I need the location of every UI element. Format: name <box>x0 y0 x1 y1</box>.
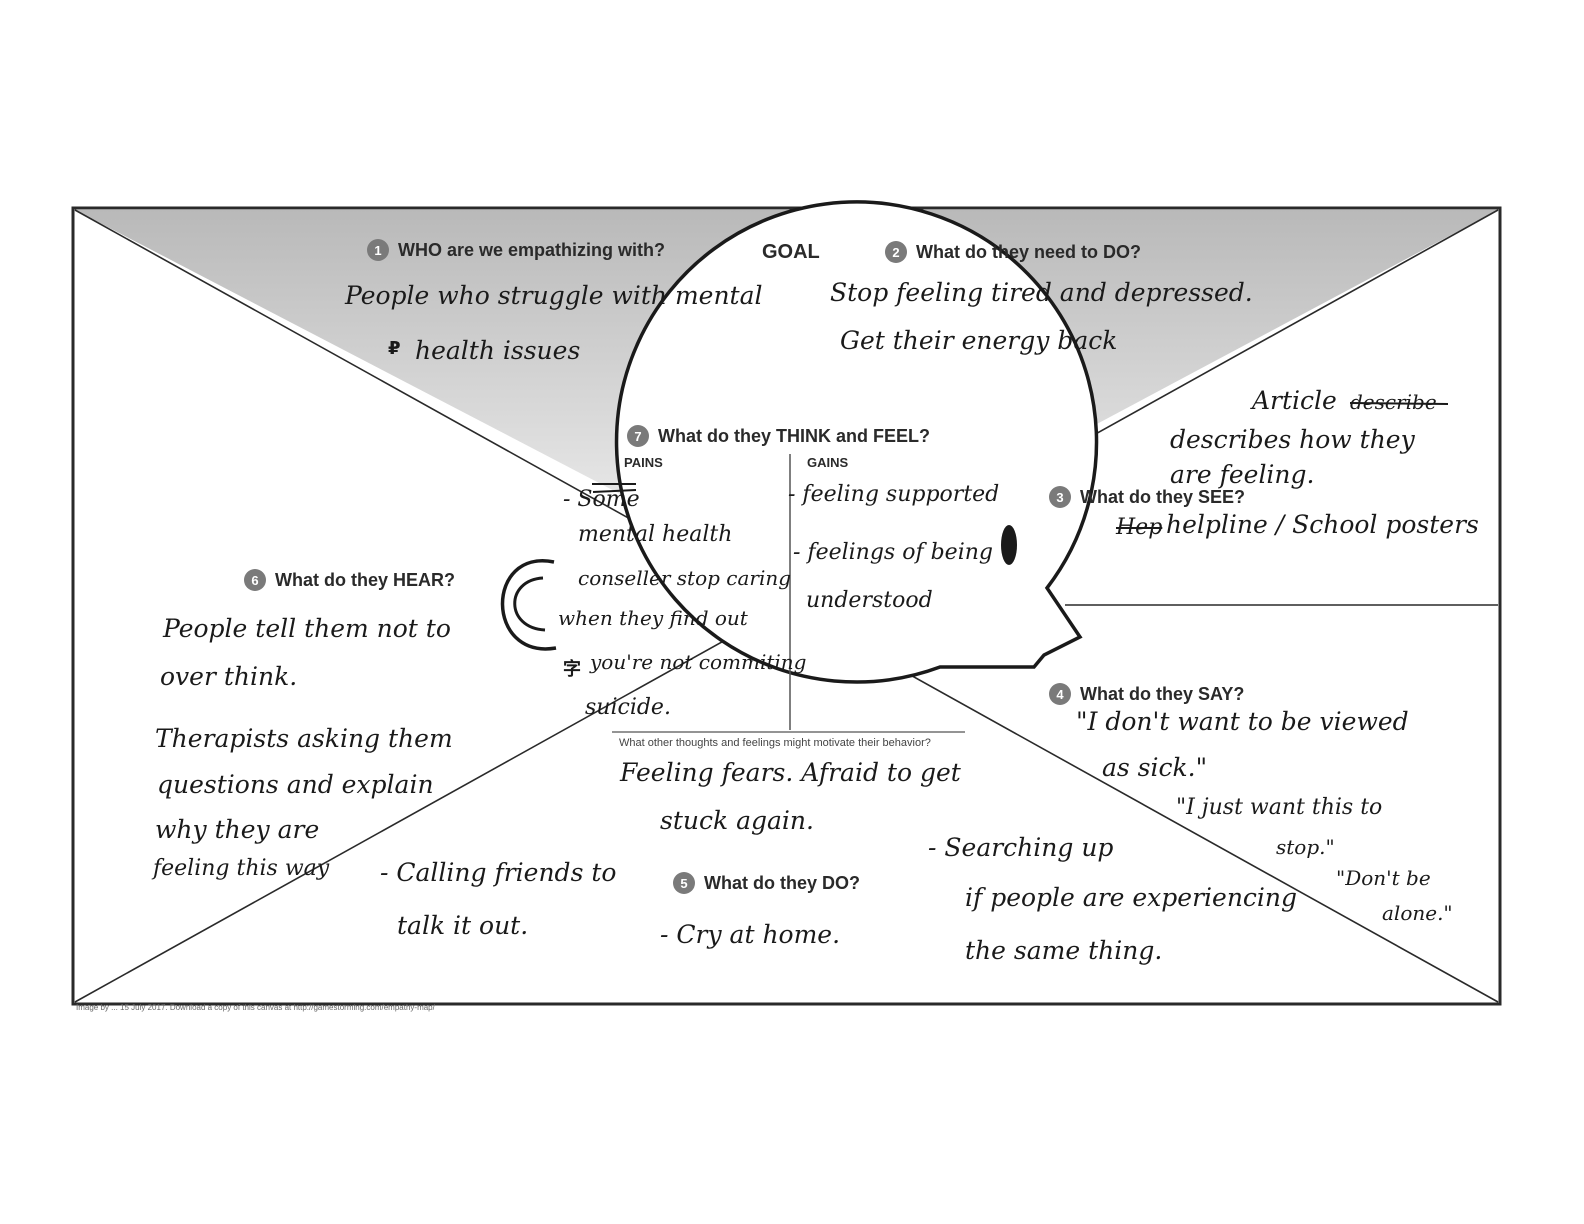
hear-line-6: feeling this way <box>153 856 330 881</box>
say-question: 4 What do they SAY? <box>1049 683 1244 705</box>
step-6-badge: 6 <box>244 569 266 591</box>
pains-line-4: when they find out <box>558 606 748 630</box>
see-article-line-2: describes how they <box>1170 425 1415 454</box>
do-right-line-1: - Searching up <box>928 833 1114 862</box>
who-label: WHO are we empathizing with? <box>398 239 666 260</box>
see-label: What do they SEE? <box>1080 486 1246 507</box>
hear-line-2: over think. <box>160 662 298 691</box>
do-left-line-2: talk it out. <box>397 911 529 940</box>
say-line-3: "I just want this to <box>1176 795 1383 820</box>
gains-line-3: understood <box>806 588 933 613</box>
say-label: What do they SAY? <box>1080 683 1245 704</box>
goal-label: GOAL <box>762 241 820 263</box>
pains-line-3: conseller stop caring <box>578 566 792 590</box>
see-struck-word: Hep <box>1116 515 1163 540</box>
do-middle: - Cry at home. <box>660 920 841 949</box>
gains-line-1: - feeling supported <box>788 482 1000 507</box>
see-answer: helpline / School posters <box>1166 510 1479 539</box>
say-line-5: "Don't be <box>1336 866 1431 890</box>
pains-line-2: mental health <box>578 522 733 547</box>
hear-line-4: questions and explain <box>157 770 434 799</box>
hear-line-3: Therapists asking them <box>155 724 453 753</box>
motivation-prompt: What other thoughts and feelings might m… <box>619 737 931 749</box>
ear-outer <box>500 559 557 651</box>
hear-question: 6 What do they HEAR? <box>244 569 455 591</box>
do-label: What do they DO? <box>704 872 860 893</box>
say-line-1: "I don't want to be viewed <box>1076 707 1409 736</box>
hear-line-1: People tell them not to <box>163 614 451 643</box>
do-right-line-3: the same thing. <box>965 936 1163 965</box>
who-question: 1 WHO are we empathizing with? <box>367 239 665 261</box>
goal-answer-line-1: Stop feeling tired and depressed. <box>830 278 1253 307</box>
think-feel-question: 7 What do they THINK and FEEL? <box>627 425 930 447</box>
step-7-badge: 7 <box>627 425 649 447</box>
do-question: 5 What do they DO? <box>673 872 860 894</box>
pains-line-6: suicide. <box>585 695 671 720</box>
head-outline <box>614 200 1099 684</box>
hear-label: What do they HEAR? <box>275 569 455 590</box>
step-5-badge: 5 <box>673 872 695 894</box>
do-left-line-1: - Calling friends to <box>380 858 617 887</box>
motivation-line-2: stuck again. <box>660 806 814 835</box>
eye-icon <box>1001 525 1017 565</box>
do-right-line-2: if people are experiencing <box>965 883 1298 912</box>
goal-answer-line-2: Get their energy back <box>840 326 1118 355</box>
pains-label: PAINS <box>624 455 663 470</box>
say-line-6: alone." <box>1382 901 1453 925</box>
who-answer-line-2: health issues <box>415 336 581 365</box>
footer-credit: Image by ... 15 July 2017. Download a co… <box>76 1003 435 1012</box>
need-to-do-question: 2 What do they need to DO? <box>885 241 1141 263</box>
step-2-badge: 2 <box>885 241 907 263</box>
step-4-badge: 4 <box>1049 683 1071 705</box>
pains-line-5: you're not commiting <box>590 650 807 674</box>
crossed-character: 字 <box>563 659 581 680</box>
crossed-letter: ₽ <box>388 338 401 359</box>
gains-label: GAINS <box>807 455 849 470</box>
need-to-do-label: What do they need to DO? <box>916 241 1141 262</box>
who-answer-line-1: People who struggle with mental <box>345 281 763 310</box>
see-article-line-1: Article <box>1252 386 1337 415</box>
motivation-line-1: Feeling fears. Afraid to get <box>620 758 961 787</box>
see-question: 3 What do they SEE? <box>1049 486 1245 508</box>
think-feel-label: What do they THINK and FEEL? <box>658 425 930 446</box>
say-line-4: stop." <box>1276 835 1335 859</box>
gains-line-2: - feelings of being <box>793 540 993 565</box>
say-line-2: as sick." <box>1102 753 1208 782</box>
step-1-badge: 1 <box>367 239 389 261</box>
pains-line-1: - Some <box>563 487 640 512</box>
step-3-badge: 3 <box>1049 486 1071 508</box>
ear-inner <box>513 576 546 632</box>
see-article-struck: describe <box>1350 390 1437 414</box>
see-article-line-3: are feeling. <box>1170 460 1315 489</box>
hear-line-5: why they are <box>155 815 320 844</box>
